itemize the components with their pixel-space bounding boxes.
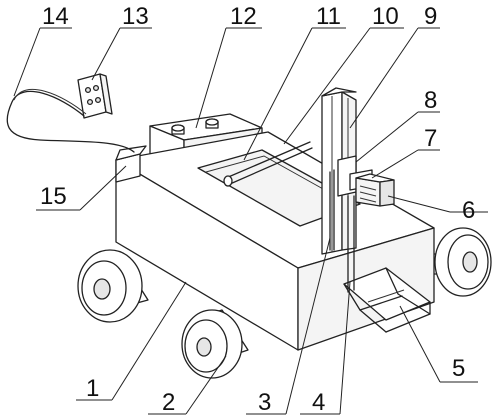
leader-lines <box>13 27 488 415</box>
guide-post <box>321 87 357 255</box>
label-8: 8 <box>424 87 437 114</box>
slider-assembly <box>329 155 395 293</box>
label-11: 11 <box>316 3 341 30</box>
label-14: 14 <box>42 3 69 30</box>
front-right-wheel <box>181 309 249 379</box>
label-13: 13 <box>122 3 149 30</box>
part-labels: 14 13 12 11 10 9 8 7 6 5 15 1 2 3 4 <box>40 3 475 416</box>
label-4: 4 <box>312 389 325 416</box>
spray-pipe <box>223 141 313 187</box>
label-15: 15 <box>40 183 67 210</box>
label-10: 10 <box>372 3 399 30</box>
label-9: 9 <box>424 3 437 30</box>
label-12: 12 <box>230 3 257 30</box>
rear-right-wheel <box>431 227 492 297</box>
remote-control <box>77 73 113 119</box>
label-2: 2 <box>162 389 175 416</box>
label-7: 7 <box>424 125 437 152</box>
label-3: 3 <box>258 389 271 416</box>
control-cable <box>6 89 135 153</box>
label-6: 6 <box>462 197 475 224</box>
label-5: 5 <box>452 355 465 382</box>
front-left-wheel <box>77 249 149 323</box>
label-1: 1 <box>86 375 99 402</box>
